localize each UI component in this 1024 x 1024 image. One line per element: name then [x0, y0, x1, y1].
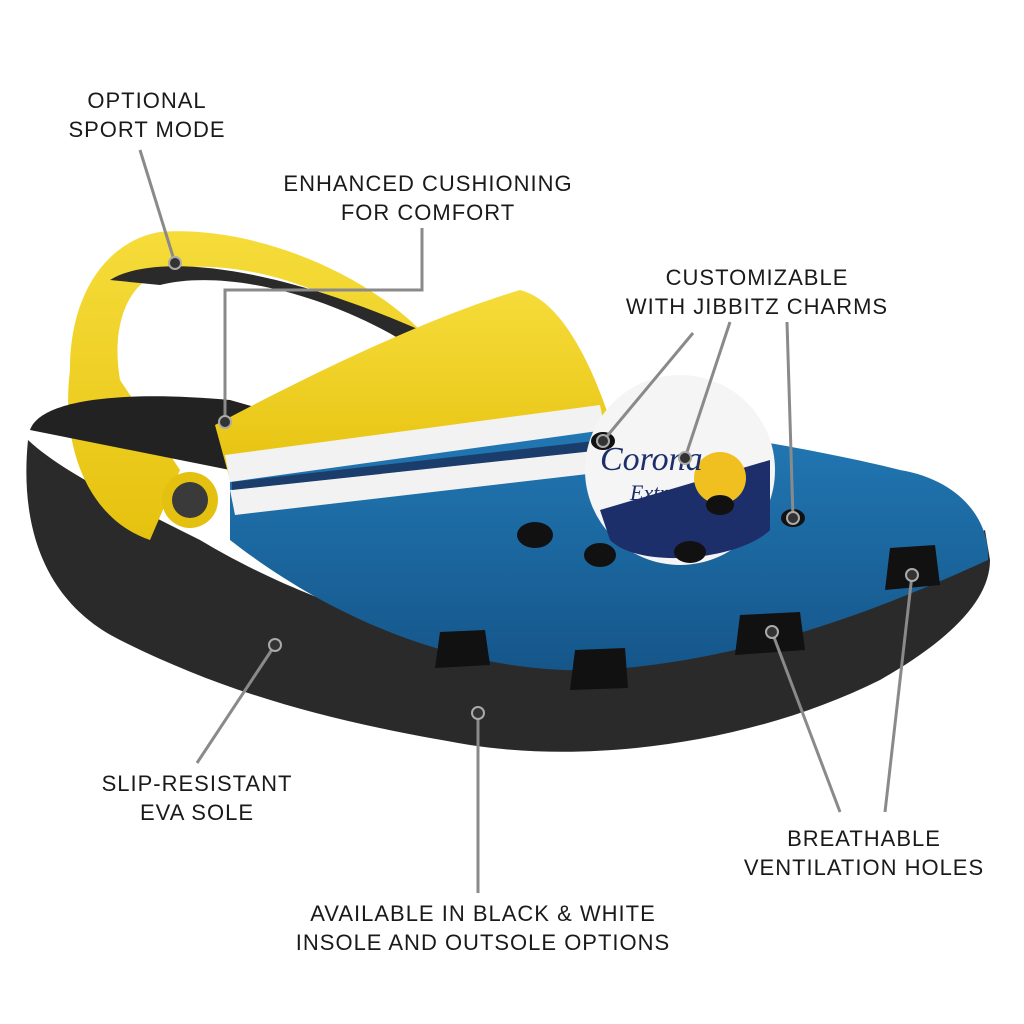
- label-line: SPORT MODE: [68, 117, 226, 142]
- svg-text:Extra: Extra: [629, 480, 679, 505]
- label-line: CUSTOMIZABLE: [665, 265, 849, 290]
- label-line: WITH JIBBITZ CHARMS: [625, 294, 889, 319]
- ventilation-holes: [435, 432, 940, 690]
- callout-dots: [168, 256, 919, 720]
- label-line: SLIP-RESISTANT: [101, 771, 293, 796]
- jibbitz-charm: Corona Extra: [585, 375, 775, 565]
- callout-sole: SLIP-RESISTANT EVA SOLE: [102, 769, 293, 827]
- label-line: BREATHABLE: [787, 826, 941, 851]
- sole: [26, 440, 991, 752]
- label-line: INSOLE AND OUTSOLE OPTIONS: [295, 930, 671, 955]
- label-line: VENTILATION HOLES: [743, 855, 985, 880]
- label-line: AVAILABLE IN BLACK & WHITE: [310, 901, 656, 926]
- callout-cushioning: ENHANCED CUSHIONING FOR COMFORT: [283, 169, 572, 227]
- callout-lines: [138, 149, 914, 893]
- label-line: EVA SOLE: [140, 800, 254, 825]
- callout-ventilation: BREATHABLE VENTILATION HOLES: [744, 824, 984, 882]
- label-line: OPTIONAL: [87, 88, 207, 113]
- callout-sport-mode: OPTIONAL SPORT MODE: [68, 86, 225, 144]
- label-line: FOR COMFORT: [340, 200, 516, 225]
- callout-options: AVAILABLE IN BLACK & WHITE INSOLE AND OU…: [296, 899, 670, 957]
- label-line: ENHANCED CUSHIONING: [283, 171, 573, 196]
- heel-strap: [68, 231, 421, 540]
- callout-jibbitz: CUSTOMIZABLE WITH JIBBITZ CHARMS: [626, 263, 888, 321]
